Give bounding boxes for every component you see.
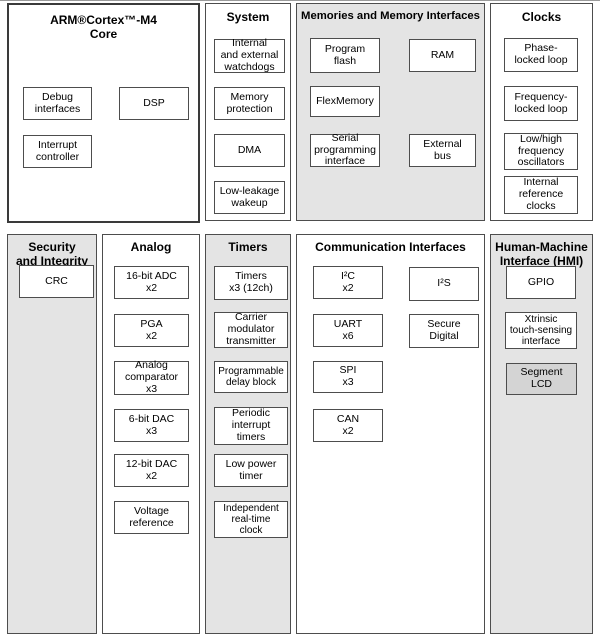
block-analog-comparator: Analog comparator x3 [114,359,189,395]
block-frequency-locked-loop: Frequency- locked loop [504,86,578,121]
panel-title-timers: Timers [228,240,268,254]
block-dma: DMA [214,134,285,167]
block-independent-rtc: Independent real-time clock [214,501,288,538]
block-flexmemory: FlexMemory [310,86,380,117]
block-voltage-reference: Voltage reference [114,501,189,534]
block-secure-digital: Secure Digital [409,314,479,348]
block-ram: RAM [409,39,476,72]
panel-title-system: System [226,10,270,24]
panel-clocks: Clocks Phase- locked loop Frequency- loc… [490,3,593,221]
block-low-leakage-wakeup: Low-leakage wakeup [214,181,285,214]
block-gpio: GPIO [506,266,576,299]
panel-security-and-integrity: Security and Integrity CRC [7,234,97,634]
block-pga: PGA x2 [114,314,189,347]
block-low-power-timer: Low power timer [214,454,288,487]
block-12bit-dac: 12-bit DAC x2 [114,454,189,487]
block-program-flash: Program flash [310,38,380,73]
block-carrier-modulator-transmitter: Carrier modulator transmitter [214,311,288,348]
panel-title-memories: Memories and Memory Interfaces [301,10,480,22]
block-xtrinsic-touch-sensing: Xtrinsic touch-sensing interface [505,312,577,349]
block-memory-protection: Memory protection [214,87,285,120]
block-interrupt-controller: Interrupt controller [23,135,92,168]
block-uart: UART x6 [313,314,383,347]
block-serial-programming-interface: Serial programming interface [310,132,380,167]
panel-title-hmi: Human-Machine Interface (HMI) [495,240,588,269]
block-external-bus: External bus [409,134,476,167]
block-debug-interfaces: Debug interfaces [23,87,92,120]
block-can: CAN x2 [313,409,383,442]
block-watchdogs: Internal and external watchdogs [214,37,285,73]
panel-timers: Timers Timers x3 (12ch) Carrier modulato… [205,234,291,634]
panel-title-communication: Communication Interfaces [315,240,466,254]
block-dsp: DSP [119,87,189,120]
block-segment-lcd: Segment LCD [506,363,577,395]
panel-hmi: Human-Machine Interface (HMI) GPIO Xtrin… [490,234,593,634]
block-spi: SPI x3 [313,361,383,393]
block-phase-locked-loop: Phase- locked loop [504,38,578,72]
block-16bit-adc: 16-bit ADC x2 [114,266,189,299]
panel-title-core: ARM®Cortex™-M4 Core [50,13,157,42]
block-6bit-dac: 6-bit DAC x3 [114,409,189,442]
panel-arm-cortex-m4-core: ARM®Cortex™-M4 Core Debug interfaces DSP… [7,3,200,223]
panel-title-clocks: Clocks [521,10,562,24]
block-crc: CRC [19,265,94,298]
block-programmable-delay-block: Programmable delay block [214,361,288,393]
block-timers: Timers x3 (12ch) [214,266,288,300]
block-oscillators: Low/high frequency oscillators [504,133,578,170]
figure-top-rule [0,0,600,1]
panel-system: System Internal and external watchdogs M… [205,3,291,221]
panel-memories: Memories and Memory Interfaces Program f… [296,3,485,221]
panel-title-security: Security and Integrity [15,240,88,269]
panel-communication-interfaces: Communication Interfaces I²C x2 I²S UART… [296,234,485,634]
panel-title-analog: Analog [130,240,172,254]
block-periodic-interrupt-timers: Periodic interrupt timers [214,407,288,445]
block-i2c: I²C x2 [313,266,383,299]
block-i2s: I²S [409,267,479,301]
block-internal-reference-clocks: Internal reference clocks [504,176,578,214]
panel-analog: Analog 16-bit ADC x2 PGA x2 Analog compa… [102,234,200,634]
